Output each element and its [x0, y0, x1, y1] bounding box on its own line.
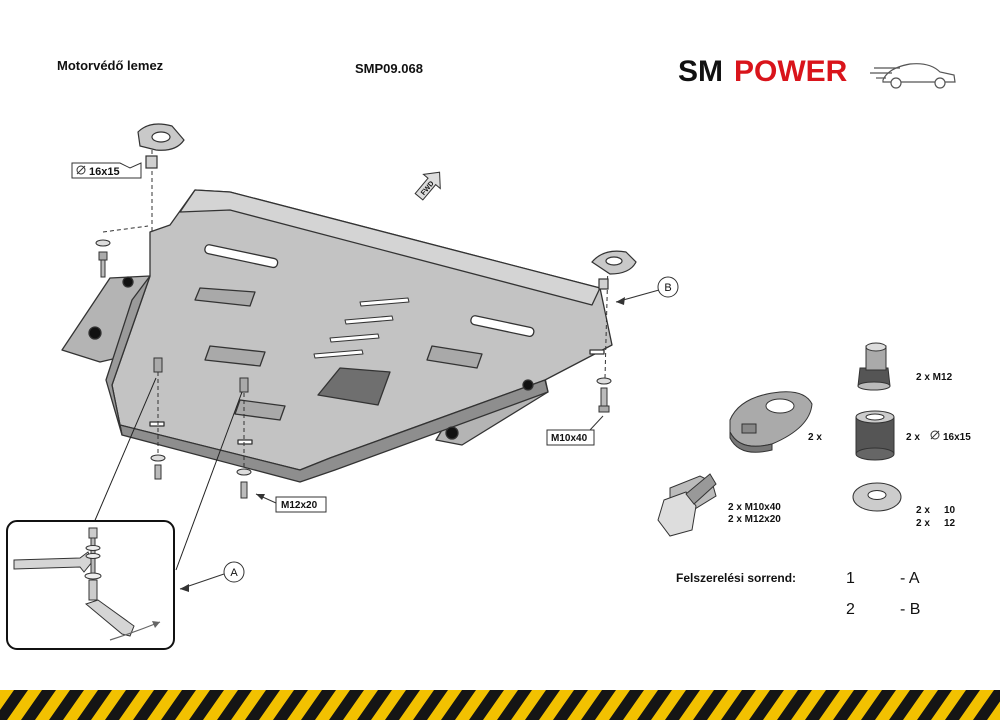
part-washer-qty-2: 2 x [916, 518, 930, 529]
sequence-label: Felszerelési sorrend: [676, 571, 796, 585]
sequence-ref-2: - B [900, 601, 920, 618]
bolt-right-m10 [596, 377, 612, 413]
bolt-bottom-center-m12 [236, 377, 252, 499]
callout-m10: M10x40 [546, 415, 604, 446]
part-washer-size-2: 12 [944, 518, 956, 529]
assembly-diagram: 16x15 FWD B M10x40 M12x20 [6, 123, 971, 650]
part-spacer-size: 16x15 [943, 432, 971, 443]
part-washer [852, 482, 902, 512]
part-bolts-m12: 2 x M12x20 [728, 514, 781, 525]
callout-spacer-top-text: 16x15 [89, 166, 120, 178]
callout-b-letter: B [664, 282, 671, 294]
bolt-bottom-left [150, 357, 166, 480]
callout-m12: M12x20 [255, 493, 327, 513]
part-code: SMP09.068 [355, 61, 423, 76]
part-spacer-qty: 2 x [906, 432, 920, 443]
part-spacer [855, 410, 895, 461]
detail-leader-lines [89, 377, 243, 571]
part-flange-nut-qty: 2 x M12 [916, 372, 953, 383]
callout-m12-text: M12x20 [281, 500, 318, 511]
callout-b: B [615, 276, 679, 305]
bolt-top-left [95, 239, 111, 278]
callout-m10-text: M10x40 [551, 433, 588, 444]
sequence-step-1: 1 [846, 570, 855, 587]
sequence-ref-1: - A [900, 570, 920, 587]
part-mount-plate [729, 391, 813, 453]
detail-box-a [6, 520, 175, 650]
mount-bracket-right [591, 250, 637, 290]
part-mount-plate-qty: 2 x [808, 432, 822, 443]
forward-arrow-icon: FWD [414, 171, 441, 201]
part-bolts-m10: 2 x M10x40 [728, 502, 781, 513]
part-washer-qty-1: 2 x [916, 505, 930, 516]
document-title: Motorvédő lemez [57, 58, 164, 73]
part-flange-nut [857, 342, 891, 391]
callout-a-letter: A [230, 567, 238, 579]
part-hex-bolt [657, 473, 717, 537]
logo-text-power: POWER [734, 55, 848, 88]
hazard-stripe-border [0, 690, 1000, 720]
part-washer-size-1: 10 [944, 505, 956, 516]
car-silhouette-icon [870, 63, 956, 89]
sequence-step-2: 2 [846, 601, 855, 618]
smpower-logo: SM POWER [678, 55, 956, 89]
engine-skid-plate [61, 189, 613, 483]
diameter-icon [930, 430, 940, 440]
assembly-guide-lines [102, 150, 609, 470]
mount-bracket-top-left [137, 123, 185, 169]
logo-text-sm: SM [678, 55, 723, 88]
callout-a: A [179, 561, 245, 592]
callout-spacer-top: 16x15 [71, 162, 142, 179]
